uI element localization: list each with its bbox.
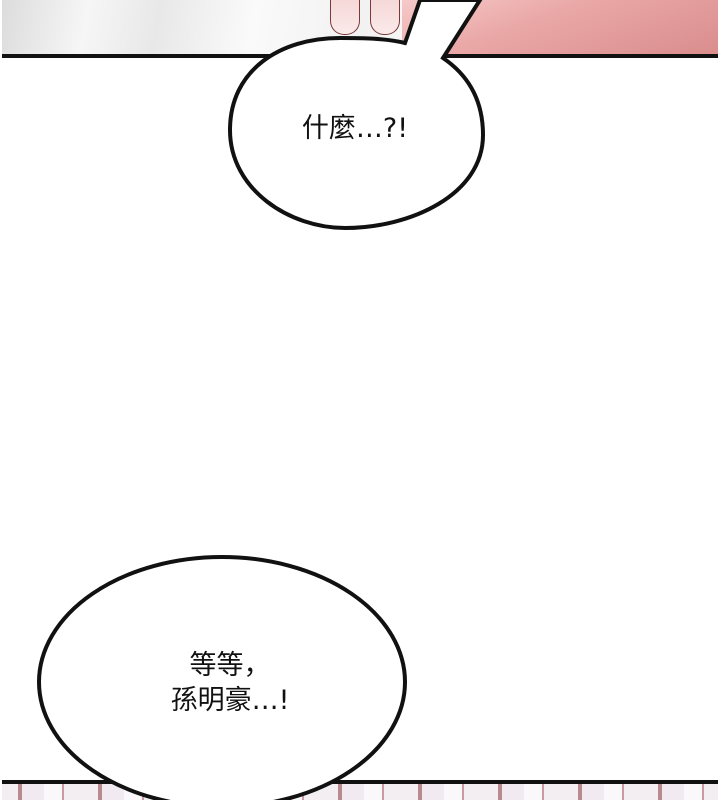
art-shape-right (370, 0, 400, 35)
bubble-1-line: 什麼…?! (301, 113, 409, 144)
speech-bubble-2-shape (37, 555, 407, 800)
bubble-2-line-2: 孫明豪…! (170, 685, 290, 717)
speech-bubble-1-text: 什麼…?! (250, 112, 460, 146)
panel-border-bottom (2, 780, 718, 784)
speech-bubble-2-text: 等等， 孫明豪…! (100, 648, 360, 718)
bubble-2-line-1: 等等， (189, 650, 271, 681)
art-shape-left (330, 0, 360, 35)
speech-bubble-1-shape (227, 0, 486, 231)
